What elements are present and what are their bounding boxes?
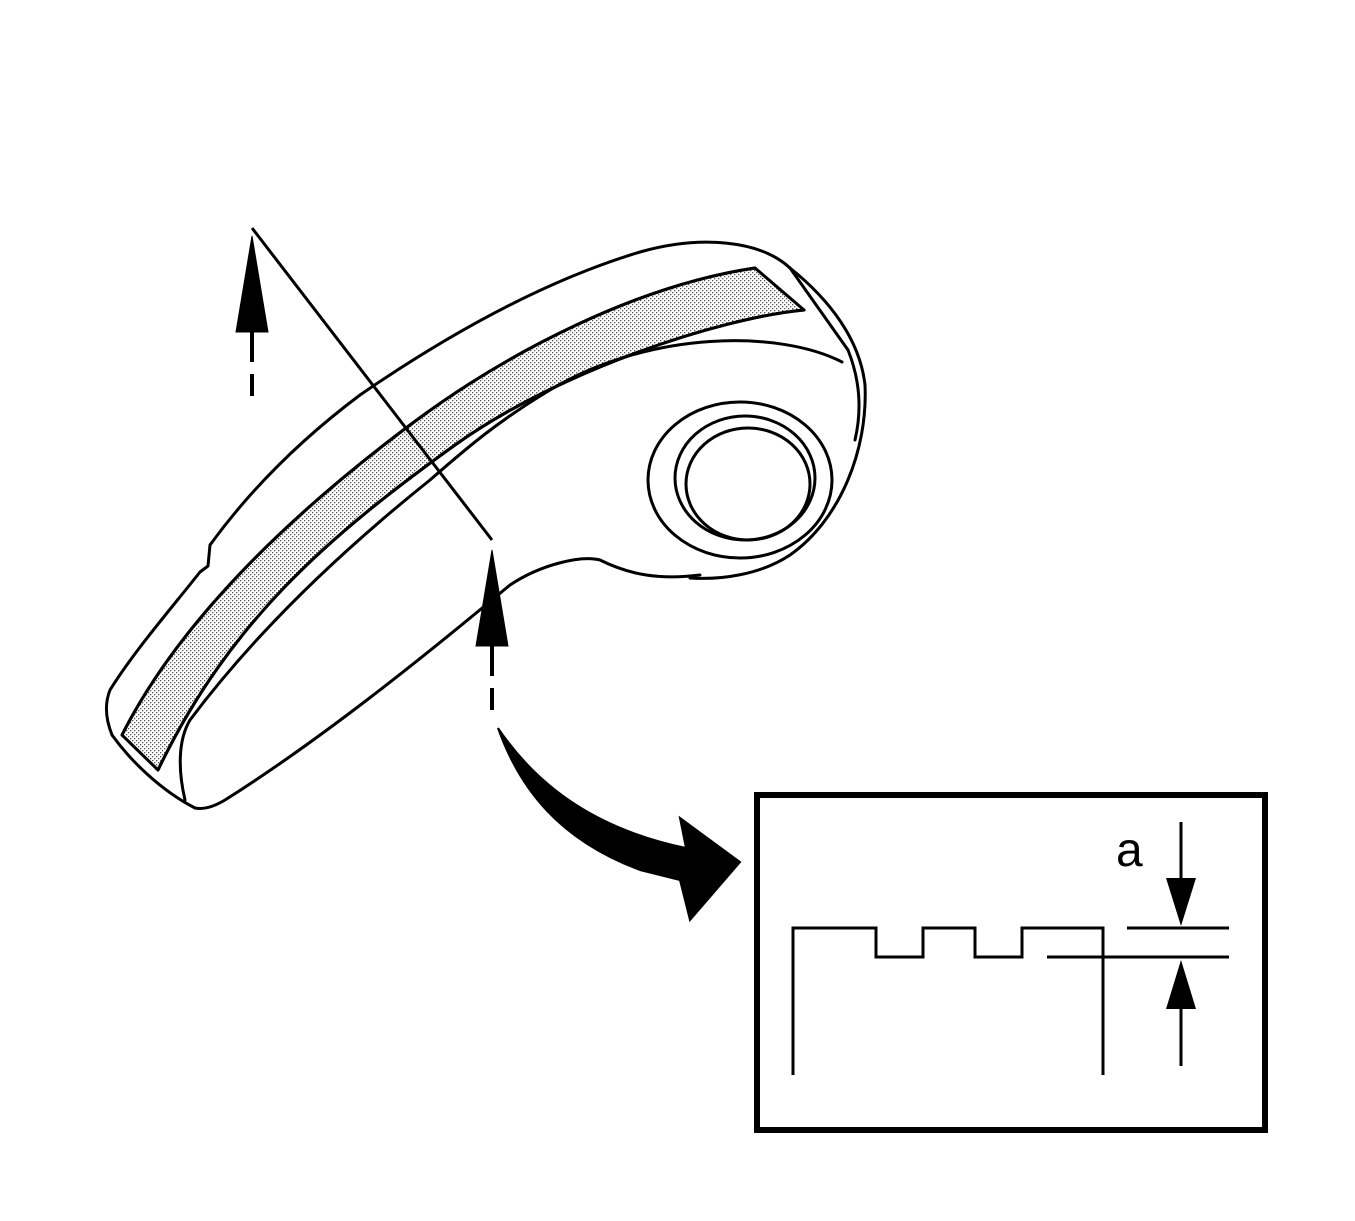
pad-band-lower-edge — [156, 308, 806, 772]
arm-lower-edge — [178, 339, 844, 802]
pivot-end-inner-curve — [846, 348, 861, 442]
cut-line — [250, 227, 494, 541]
pivot-inner-ring — [684, 426, 812, 542]
curved-callout-arrow-icon — [497, 727, 742, 923]
detail-frame — [754, 792, 1268, 1133]
section-cut-arrow-icon — [235, 235, 269, 333]
detail-box: a — [754, 792, 1268, 1133]
surface-profile — [791, 926, 1105, 1075]
dimension-label-a: a — [1116, 824, 1143, 877]
pad-band-upper-edge — [120, 266, 757, 737]
pivot-end-outer — [688, 266, 867, 580]
rocker-arm — [104, 240, 867, 810]
arm-outer-top-edge — [104, 240, 850, 737]
section-cut-arrow-icon — [475, 549, 509, 647]
section-cut — [235, 227, 509, 710]
pivot-outer-ring — [646, 400, 834, 560]
dimension-arrow-icon — [1166, 960, 1196, 1009]
dimension-arrow-icon — [1166, 878, 1196, 926]
arm-bottom-edge — [110, 557, 702, 810]
